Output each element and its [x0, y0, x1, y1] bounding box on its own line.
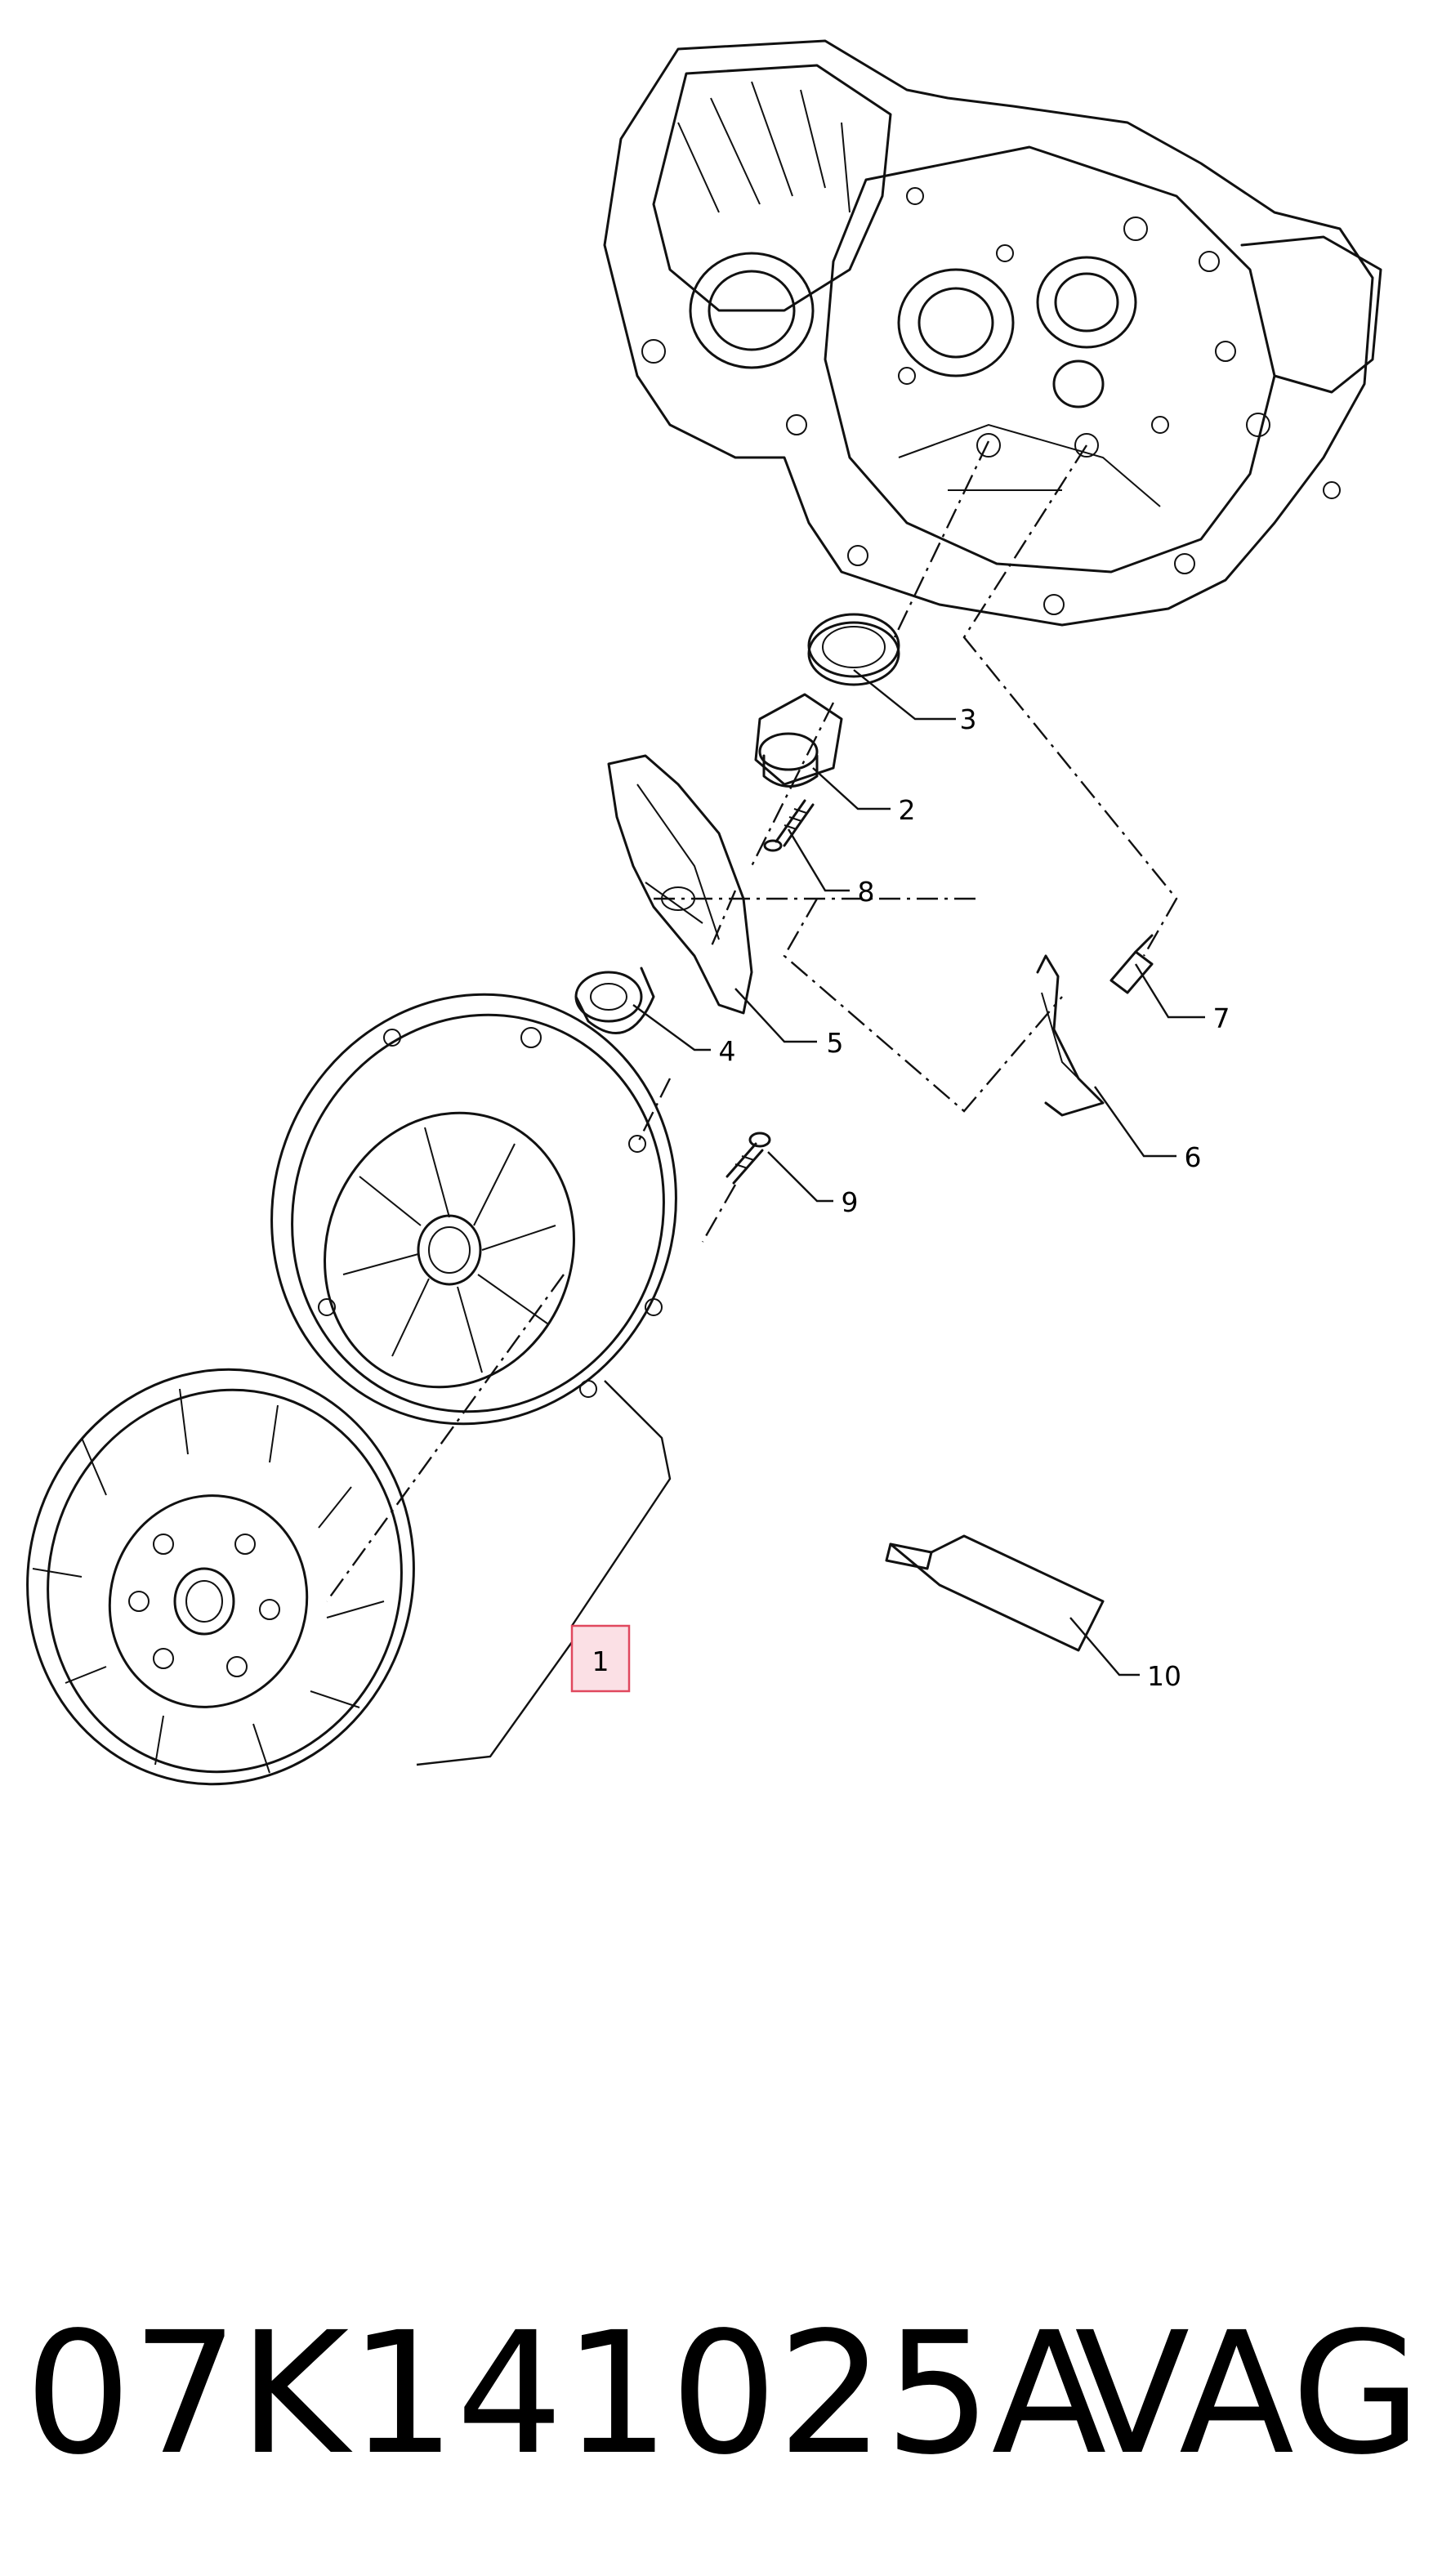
- brand-name: VAG: [1074, 2296, 1422, 2492]
- callout-labels: 1 2 3 4 5 6 7 8 9 10: [592, 703, 1230, 1692]
- callout-9: 9: [842, 1186, 859, 1218]
- guide-sleeve: [754, 693, 843, 788]
- bolt-7: [1109, 934, 1154, 994]
- callout-2: 2: [899, 794, 916, 826]
- callout-7: 7: [1213, 1002, 1230, 1034]
- callout-1: 1: [592, 1645, 609, 1677]
- pressure-plate: [270, 993, 677, 1426]
- kit-bracket: [416, 1380, 672, 1766]
- leader-lines: [632, 669, 1205, 1676]
- seal-ring: [807, 613, 900, 686]
- callout-8: 8: [858, 876, 875, 908]
- callout-10: 10: [1147, 1660, 1181, 1692]
- clutch-disc: [26, 1368, 415, 1786]
- highlight-box: [570, 1624, 631, 1693]
- part-number: 07K141025A: [25, 2296, 1107, 2492]
- gearbox-housing: [603, 39, 1382, 627]
- release-bearing: [574, 967, 655, 1034]
- retaining-clip: [1036, 954, 1105, 1117]
- release-lever: [607, 754, 753, 1015]
- screw-8: [763, 799, 815, 852]
- callout-6: 6: [1185, 1141, 1202, 1173]
- callout-3: 3: [960, 703, 977, 735]
- callout-4: 4: [719, 1035, 736, 1067]
- exploded-parts-diagram: 1 2 3 4 5 6 7 8 9 10: [26, 39, 1382, 1786]
- screw-9: [726, 1132, 771, 1185]
- part-caption: 07K141025A VAG: [25, 2271, 1430, 2516]
- assembly-axis-lines: [326, 440, 1178, 1602]
- callout-5: 5: [827, 1027, 844, 1059]
- grease-tube: [885, 1534, 1105, 1652]
